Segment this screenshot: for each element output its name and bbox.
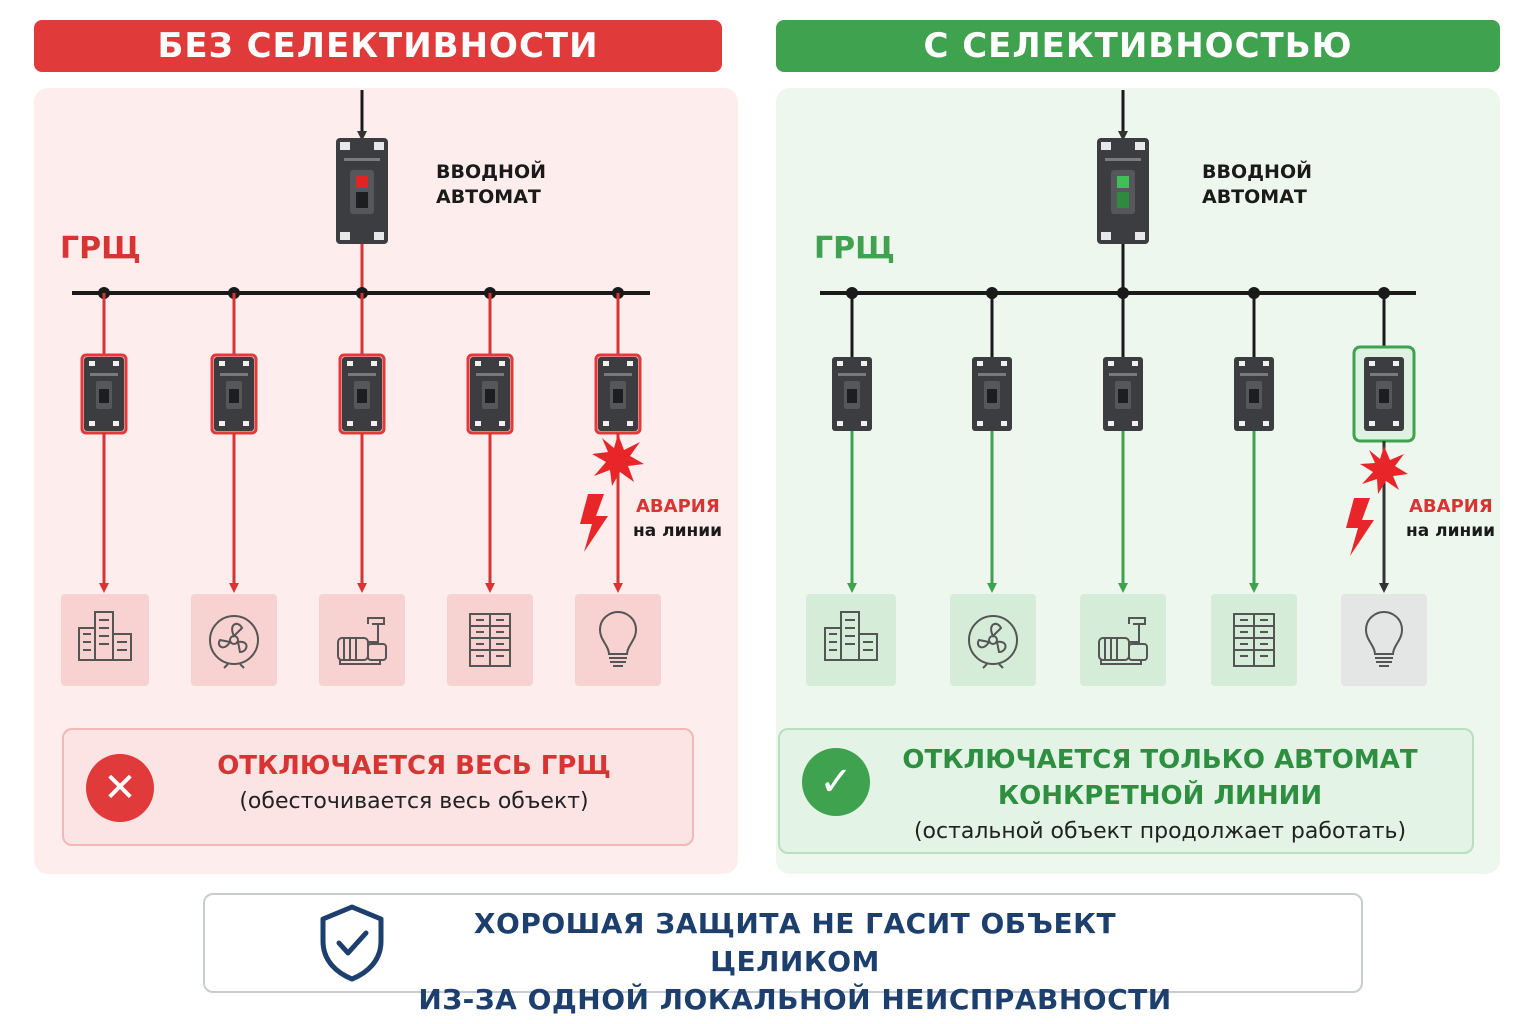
cross-icon: ✕ xyxy=(86,754,154,822)
lightning-icon-right xyxy=(1346,498,1374,556)
result-sub-left: (обесточивается весь объект) xyxy=(239,789,589,814)
lightning-icon-left xyxy=(580,494,608,552)
main-breaker-right xyxy=(1097,138,1149,244)
feeder-right-2 xyxy=(972,287,1012,593)
feeder-left-3 xyxy=(338,287,386,593)
panel-title-with-selectivity: С СЕЛЕКТИВНОСТЬЮ xyxy=(776,20,1500,72)
footer-line-1: ХОРОШАЯ ЗАЩИТА НЕ ГАСИТ ОБЪЕКТ ЦЕЛИКОМ xyxy=(473,907,1117,978)
fault-sub-left: на линии xyxy=(633,521,722,541)
result-text-left: ОТКЛЮЧАЕТСЯ ВЕСЬ ГРЩ (обесточивается вес… xyxy=(164,748,664,820)
feeders-right xyxy=(832,287,1416,593)
footer-line-2: ИЗ-ЗА ОДНОЙ ЛОКАЛЬНОЙ НЕИСПРАВНОСТИ xyxy=(418,983,1172,1016)
fault-burst-right xyxy=(1360,446,1408,494)
result-main-left: ОТКЛЮЧАЕТСЯ ВЕСЬ ГРЩ xyxy=(217,751,611,781)
fault-burst-left xyxy=(592,434,644,486)
fault-label-left: АВАРИЯ xyxy=(636,496,720,517)
feeders-left xyxy=(80,287,642,593)
footer-banner: ХОРОШАЯ ЗАЩИТА НЕ ГАСИТ ОБЪЕКТ ЦЕЛИКОМ И… xyxy=(203,893,1363,1016)
result-text-right: ОТКЛЮЧАЕТСЯ ТОЛЬКО АВТОМАТ КОНКРЕТНОЙ ЛИ… xyxy=(880,742,1440,850)
loads-right xyxy=(806,594,1427,686)
result-main-right-1: ОТКЛЮЧАЕТСЯ ТОЛЬКО АВТОМАТ xyxy=(902,745,1418,775)
feeder-right-3 xyxy=(1103,287,1143,593)
loads-left xyxy=(61,594,661,686)
feeder-left-2 xyxy=(210,287,258,593)
result-sub-right: (остальной объект продолжает работать) xyxy=(913,819,1407,844)
fault-sub-right: на линии xyxy=(1406,521,1495,541)
feeder-left-1 xyxy=(80,287,128,593)
result-main-right-2: КОНКРЕТНОЙ ЛИНИИ xyxy=(997,781,1323,811)
result-box-right: ✓ ОТКЛЮЧАЕТСЯ ТОЛЬКО АВТОМАТ КОНКРЕТНОЙ … xyxy=(778,728,1474,854)
check-icon: ✓ xyxy=(802,748,870,816)
feeder-right-5 xyxy=(1352,287,1416,593)
shield-check-icon xyxy=(320,904,384,982)
footer-text: ХОРОШАЯ ЗАЩИТА НЕ ГАСИТ ОБЪЕКТ ЦЕЛИКОМ И… xyxy=(395,905,1195,1019)
feeder-right-4 xyxy=(1234,287,1274,593)
panel-title-no-selectivity: БЕЗ СЕЛЕКТИВНОСТИ xyxy=(34,20,722,72)
switchboard-label-right: ГРЩ xyxy=(814,231,895,266)
result-box-left: ✕ ОТКЛЮЧАЕТСЯ ВЕСЬ ГРЩ (обесточивается в… xyxy=(62,728,694,846)
feeder-left-4 xyxy=(466,287,514,593)
switchboard-label-left: ГРЩ xyxy=(60,231,141,266)
main-breaker-left xyxy=(336,138,388,244)
feeder-right-1 xyxy=(832,287,872,593)
fault-label-right: АВАРИЯ xyxy=(1409,496,1493,517)
